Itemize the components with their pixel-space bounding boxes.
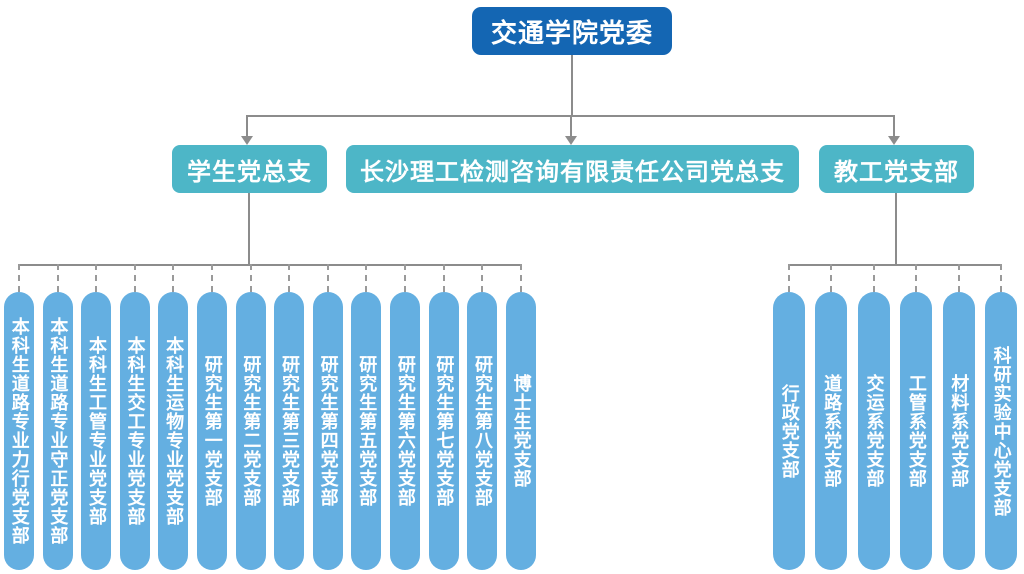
branch-pill-label: 本科生交工专业党支部	[125, 336, 146, 526]
branch-pill: 本科生道路专业守正党支部	[42, 264, 73, 570]
branch-pill-label: 本科生道路专业守正党支部	[48, 317, 69, 545]
connector-staff-down	[895, 193, 897, 265]
branch-pill: 本科生工管专业党支部	[81, 264, 112, 570]
branch-pill: 行政党支部	[773, 264, 805, 570]
branch-pill-label: 行政党支部	[779, 383, 800, 479]
branch-pill: 研究生第一党支部	[197, 264, 228, 570]
student-branches-group: 本科生道路专业力行党支部本科生道路专业守正党支部本科生工管专业党支部本科生交工专…	[4, 264, 536, 570]
connector-drop-staff	[893, 115, 895, 137]
branch-pill-label: 研究生第六党支部	[395, 355, 416, 507]
branch-pill-label: 本科生工管专业党支部	[86, 336, 107, 526]
connector-student-branches-horizontal	[19, 264, 522, 266]
branch-pill-label: 研究生第四党支部	[318, 355, 339, 507]
branch-pill-label: 交运系党支部	[864, 374, 885, 488]
branch-pill: 本科生运物专业党支部	[158, 264, 189, 570]
connector-root-down	[571, 55, 573, 116]
branch-pill-label: 研究生第二党支部	[241, 355, 262, 507]
branch-pill-label: 研究生第七党支部	[434, 355, 455, 507]
branch-pill: 研究生第二党支部	[235, 264, 266, 570]
node-root-label: 交通学院党委	[490, 17, 653, 48]
branch-pill-label: 研究生第一党支部	[202, 355, 223, 507]
arrow-down-icon	[888, 136, 900, 145]
node-staff-branch: 教工党支部	[819, 145, 974, 193]
connector-staff-branches-horizontal	[789, 264, 1002, 266]
branch-pill-label: 研究生第八党支部	[473, 355, 494, 507]
branch-pill: 研究生第七党支部	[428, 264, 459, 570]
branch-pill: 研究生第三党支部	[274, 264, 305, 570]
branch-pill: 研究生第四党支部	[312, 264, 343, 570]
branch-pill: 研究生第六党支部	[390, 264, 421, 570]
branch-pill-label: 研究生第三党支部	[279, 355, 300, 507]
branch-pill-label: 工管系党支部	[906, 374, 927, 488]
arrow-down-icon	[565, 136, 577, 145]
node-root: 交通学院党委	[472, 7, 672, 55]
staff-branches-group: 行政党支部 道路系党支部交运系党支部工管系党支部 材料系党支部科研实验中心党支部	[773, 264, 1017, 570]
connector-student-down	[248, 193, 250, 265]
branch-pill: 研究生第五党支部	[351, 264, 382, 570]
connector-drop-company	[570, 115, 572, 137]
branch-pill: 研究生第八党支部	[467, 264, 498, 570]
branch-pill-label: 博士生党支部	[511, 374, 532, 488]
branch-pill-label: 本科生运物专业党支部	[164, 336, 185, 526]
branch-pill-label: 本科生道路专业力行党支部	[9, 317, 30, 545]
branch-pill: 本科生交工专业党支部	[119, 264, 150, 570]
branch-pill-label: 材料系党支部	[949, 374, 970, 488]
branch-pill: 材料系党支部	[942, 264, 975, 570]
branch-pill: 工管系党支部	[900, 264, 933, 570]
branch-pill-label: 研究生第五党支部	[357, 355, 378, 507]
branch-pill-label: 科研实验中心党支部	[991, 345, 1012, 517]
node-company-label: 长沙理工检测咨询有限责任公司党总支	[360, 158, 785, 186]
node-student-general-branch: 学生党总支	[172, 145, 327, 193]
connector-drop-student	[246, 115, 248, 137]
branch-pill: 科研实验中心党支部	[984, 264, 1017, 570]
node-staff-label: 教工党支部	[834, 158, 959, 186]
branch-pill: 道路系党支部	[815, 264, 848, 570]
branch-pill: 博士生党支部	[505, 264, 536, 570]
branch-pill: 交运系党支部	[857, 264, 890, 570]
node-student-label: 学生党总支	[187, 158, 312, 186]
arrow-down-icon	[241, 136, 253, 145]
branch-pill: 本科生道路专业力行党支部	[4, 264, 34, 570]
branch-pill-label: 道路系党支部	[822, 374, 843, 488]
node-company-general-branch: 长沙理工检测咨询有限责任公司党总支	[346, 145, 799, 193]
